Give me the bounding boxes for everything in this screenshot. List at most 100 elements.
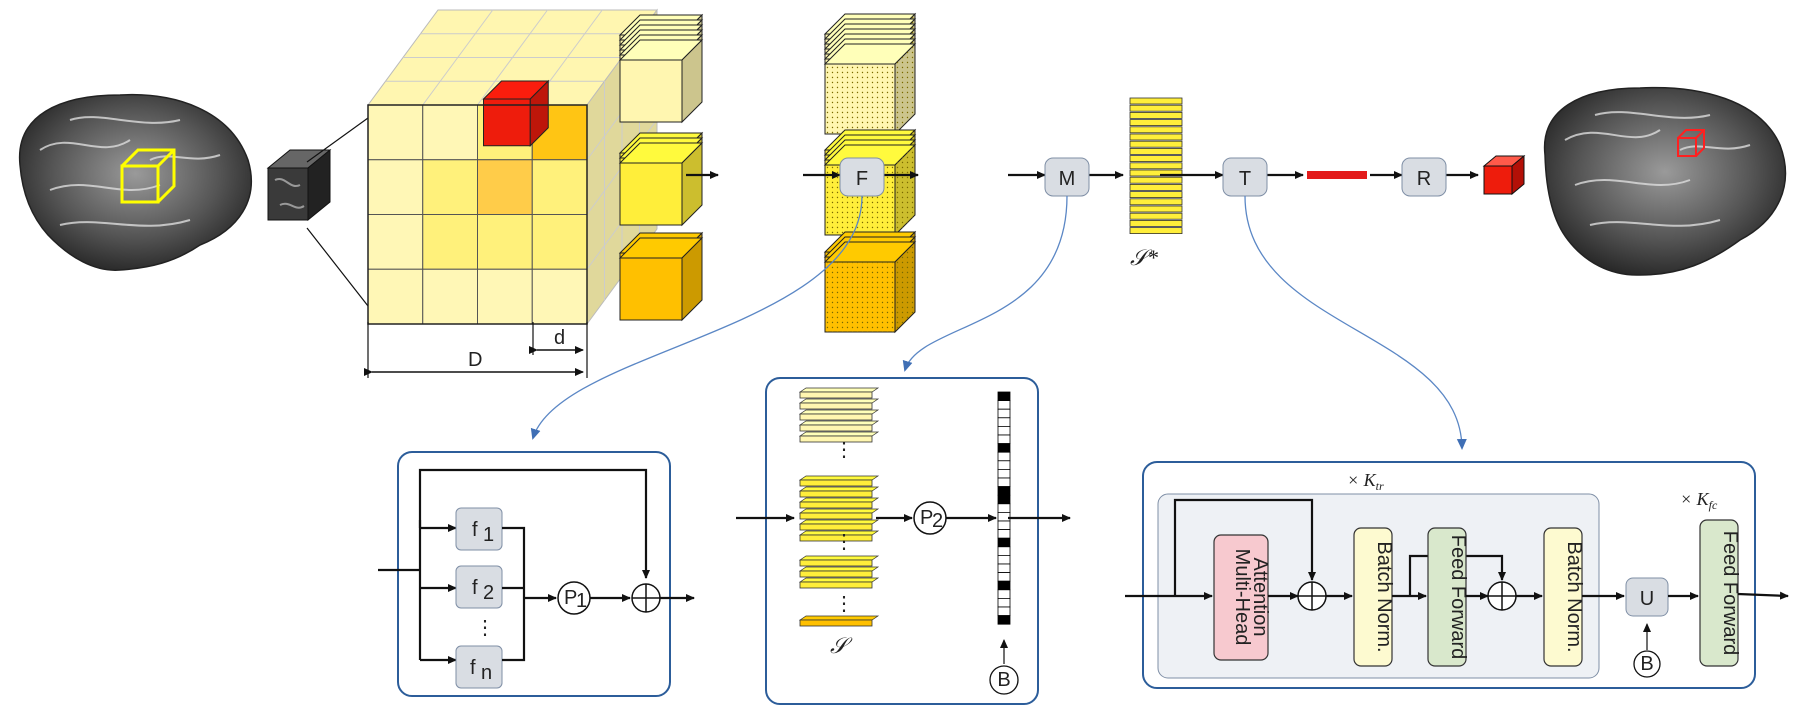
vector-cell (997, 563, 1011, 574)
vector-cell (997, 589, 1011, 599)
vector-cell (997, 580, 1011, 591)
svg-text:Attention: Attention (1249, 558, 1271, 637)
s-star-bar (1129, 155, 1183, 163)
repeat-kfc-label: × Kfc (1680, 489, 1718, 512)
s-star-bar (1129, 119, 1183, 126)
svg-text:T: T (1239, 168, 1251, 190)
p1-node: P 1 (557, 581, 591, 615)
svg-text:Feed Forward: Feed Forward (1447, 535, 1469, 660)
svg-text:n: n (481, 662, 492, 684)
stack-pale-features-cube (823, 42, 917, 136)
panel-transformer: × Ktr × Kfc Multi-Head Attention Batch N… (1125, 461, 1789, 689)
vector-cell (997, 572, 1011, 582)
dimension-D: D (364, 322, 588, 378)
s-star-bar (1129, 112, 1183, 119)
node-M[interactable]: M (1044, 157, 1090, 197)
set-bar (799, 501, 873, 509)
vector-cell (997, 408, 1011, 419)
f-ellipsis: ⋮ (475, 617, 495, 639)
b-node-t: B (1633, 650, 1661, 678)
vector-cell (997, 400, 1011, 410)
mha-block: Multi-Head Attention (1213, 534, 1271, 661)
embedding-bar (1307, 171, 1367, 179)
s-star-label: 𝒮* (1130, 245, 1158, 270)
connector-F-to-panel (530, 195, 863, 440)
vector-cell (997, 468, 1011, 479)
svg-text:Batch Norm.: Batch Norm. (1563, 541, 1585, 652)
vector-cell (997, 494, 1011, 505)
node-R[interactable]: R (1401, 157, 1447, 197)
svg-text:U: U (1640, 588, 1654, 610)
stack-orange-input-cube (618, 236, 704, 322)
vector-cell (997, 529, 1011, 539)
stack-pale-features (823, 12, 917, 136)
set-bar (799, 413, 873, 421)
stack-orange-input (618, 231, 704, 322)
set-bar-top (798, 409, 880, 415)
s-star-bar (1129, 147, 1183, 155)
vector-cell (997, 520, 1011, 531)
s-star-bar (1129, 162, 1183, 170)
svg-text:B: B (997, 669, 1010, 691)
stack-pale-input-cube (618, 38, 704, 124)
s-star-bar (1129, 97, 1183, 105)
svg-text:Batch Norm.: Batch Norm. (1373, 541, 1395, 652)
set-bar (799, 559, 873, 567)
vector-cell (997, 486, 1011, 496)
batchnorm-block-2: Batch Norm. (1543, 527, 1585, 667)
dim-D-label: D (468, 349, 482, 371)
set-bar-top (798, 475, 880, 481)
connector-M-to-panel (902, 195, 1068, 372)
set-bar (799, 391, 873, 399)
set-ellipsis: ⋮ (834, 439, 854, 461)
highlighted-patch-cube (482, 79, 550, 147)
svg-text:f: f (470, 657, 476, 679)
f1-block: f 1 (455, 507, 503, 551)
connector-T-to-panel (1244, 195, 1467, 450)
s-star-bar (1129, 227, 1183, 235)
vector-cell (997, 503, 1011, 513)
set-bar-top (798, 398, 880, 404)
s-star-bar (1129, 133, 1183, 141)
svg-text:Feed Forward: Feed Forward (1719, 531, 1741, 656)
node-F[interactable]: F (839, 157, 885, 197)
vector-cell (997, 555, 1011, 565)
set-ellipsis: ⋮ (834, 531, 854, 553)
vector-cell (997, 537, 1011, 548)
brain-scan-output (1543, 86, 1787, 276)
roi-cube-icon (120, 148, 176, 204)
set-bar-top (798, 431, 880, 437)
s-star-bar (1129, 126, 1183, 134)
fn-block: f n (455, 645, 503, 689)
set-bar-top (798, 508, 880, 514)
stack-yellow-input-cube (618, 141, 704, 227)
dim-d-label: d (554, 327, 565, 349)
batchnorm-block-1: Batch Norm. (1353, 527, 1395, 667)
s-star-bar (1129, 191, 1183, 199)
set-bar (799, 581, 873, 589)
vector-cell (997, 417, 1011, 427)
repeat-ktr-label: × Ktr (1347, 470, 1384, 493)
svg-text:P: P (564, 587, 577, 609)
svg-text:f: f (472, 519, 478, 541)
set-bar (799, 512, 873, 520)
stack-pale-input (618, 13, 704, 124)
set-bar (799, 435, 873, 443)
svg-text:M: M (1059, 168, 1076, 190)
set-bar-top (798, 555, 880, 561)
set-bar (799, 402, 873, 410)
set-bar-top (798, 577, 880, 583)
s-star-bar (1129, 169, 1183, 177)
panel-set-encoder: ⋮⋮⋮ 𝒮 P 2 B (736, 377, 1071, 705)
s-star-bar (1129, 104, 1183, 112)
volume-grid-cube (367, 8, 658, 326)
s-star-bar (1129, 140, 1183, 148)
node-T[interactable]: T (1222, 157, 1268, 197)
s-star-stack (1129, 97, 1183, 235)
s-star-bar (1129, 198, 1183, 206)
vector-cell (997, 546, 1011, 556)
s-star-bar (1129, 219, 1183, 227)
set-bar (799, 490, 873, 498)
